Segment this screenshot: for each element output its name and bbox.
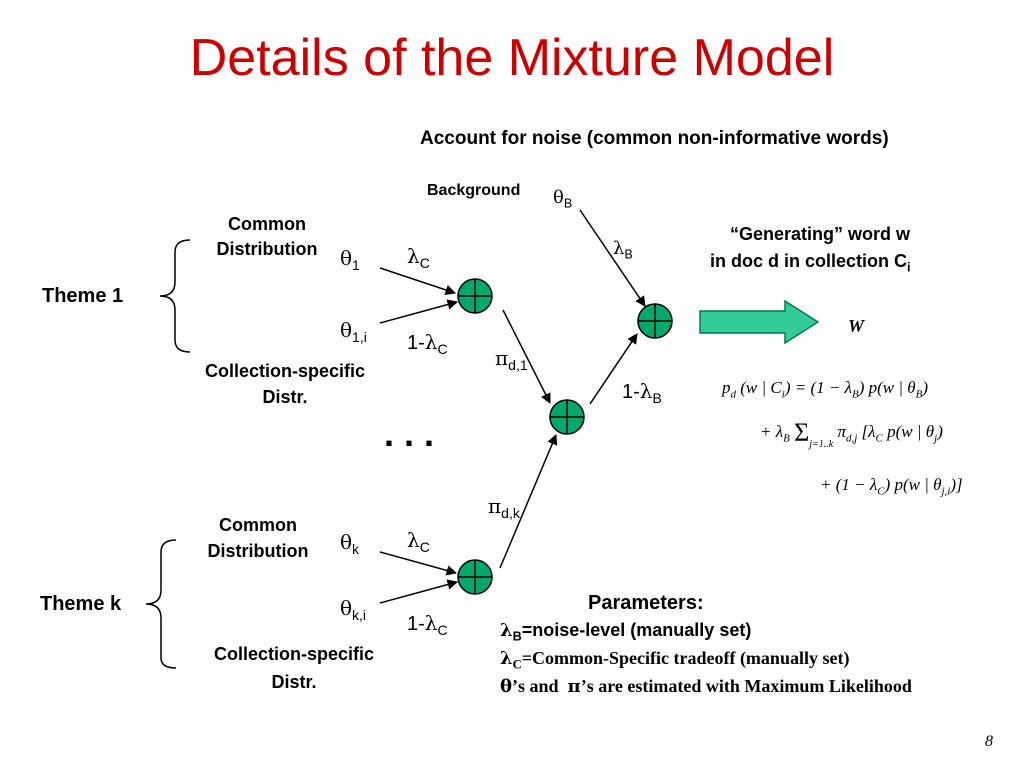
edge-thetak-to-nodek [379,551,458,576]
background-label: Background [427,182,521,199]
theme1-one-minus-lambda-c-label: 1-λC [407,330,448,357]
theme1-brace [159,239,191,353]
lambda-b-label: λB [613,238,633,262]
thetak-label: θk [340,530,360,557]
output-word-w: W [848,316,865,336]
pi-d1-label: πd,1 [495,346,528,373]
mix-node-theme1 [457,278,493,314]
pi-dk-label: πd,k [488,494,520,521]
edge-mid-to-final [589,333,638,405]
edge-theta1i-to-node1 [379,299,459,324]
themek-label: Theme k [40,593,122,615]
parameters-heading: Parameters: [588,592,704,614]
generating-line1: “Generating” word w [730,224,911,244]
formula-line2: + λB Σj=1..k πd,j [λC p(w | θj) [760,418,943,450]
output-block-arrow [699,299,820,345]
edge-background-to-final [579,209,646,307]
generating-line2: in doc d in collection Ci [710,251,911,275]
page-number: 8 [985,733,993,750]
param-theta-pi: θ’s and π’s are estimated with Maximum L… [500,676,912,697]
themek-one-minus-lambda-c-label: 1-λC [407,611,448,638]
mix-node-themek [457,559,493,595]
edge-thetaki-to-nodek [379,579,459,604]
param-lambda-b: λB=noise-level (manually set) [500,620,752,644]
slide-subtitle: Account for noise (common non-informativ… [420,128,889,149]
param-lambda-c: λC=Common-Specific tradeoff (manually se… [500,648,850,672]
theta-b-label: θB [553,187,573,211]
themek-brace [145,539,177,669]
themek-lambda-c-label: λC [407,528,430,555]
one-minus-lambda-b-label: 1-λB [622,379,662,406]
theme1-label: Theme 1 [42,285,124,307]
slide-title: Details of the Mixture Model [189,29,835,87]
mix-node-middle [549,399,585,435]
thetaki-label: θk,i [340,596,367,623]
theta1i-label: θ1,i [340,318,367,345]
mix-node-final [637,303,673,339]
edge-node1-to-mid [502,309,551,404]
edge-theta1-to-node1 [379,267,456,295]
formula-line3: + (1 − λC) p(w | θj,i)] [820,475,963,498]
theta1-label: θ1 [340,246,360,273]
ellipsis: . . . [384,413,435,454]
theme1-lambda-c-label: λC [407,244,430,271]
edge-nodek-to-mid [499,434,558,569]
formula-line1: pd (w | Ci) = (1 − λB) p(w | θB) [722,378,929,401]
